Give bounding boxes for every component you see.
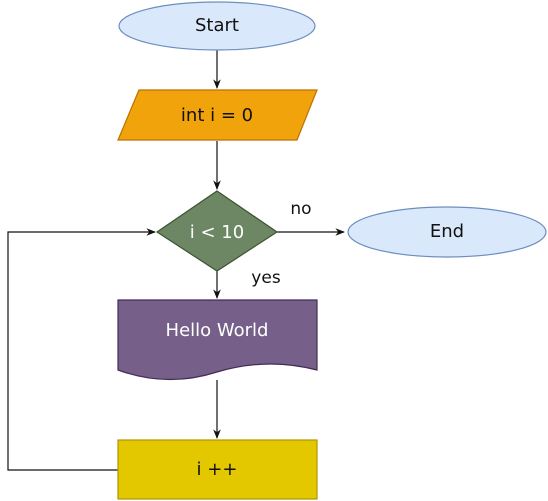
init-label: int i = 0 — [181, 105, 253, 126]
start-shape — [118, 1, 316, 51]
output-shape — [117, 299, 318, 381]
condition-shape — [155, 190, 279, 272]
output-node: Hello World — [117, 299, 318, 381]
output-label: Hello World — [166, 320, 269, 341]
increment-shape — [117, 439, 318, 500]
start-node: Start — [118, 1, 316, 51]
edge-label-yes: yes — [251, 268, 281, 288]
condition-node: i < 10 — [155, 190, 279, 272]
init-shape — [117, 89, 318, 141]
edge-label-no: no — [290, 199, 311, 219]
end-label: End — [430, 221, 464, 242]
end-node: End — [347, 206, 547, 258]
init-node: int i = 0 — [117, 89, 318, 141]
condition-label: i < 10 — [190, 222, 244, 243]
end-shape — [347, 206, 547, 258]
increment-label: i ++ — [197, 459, 238, 480]
start-label: Start — [195, 15, 239, 36]
edge-increment-loop-back — [7, 228, 156, 471]
increment-node: i ++ — [117, 439, 318, 500]
